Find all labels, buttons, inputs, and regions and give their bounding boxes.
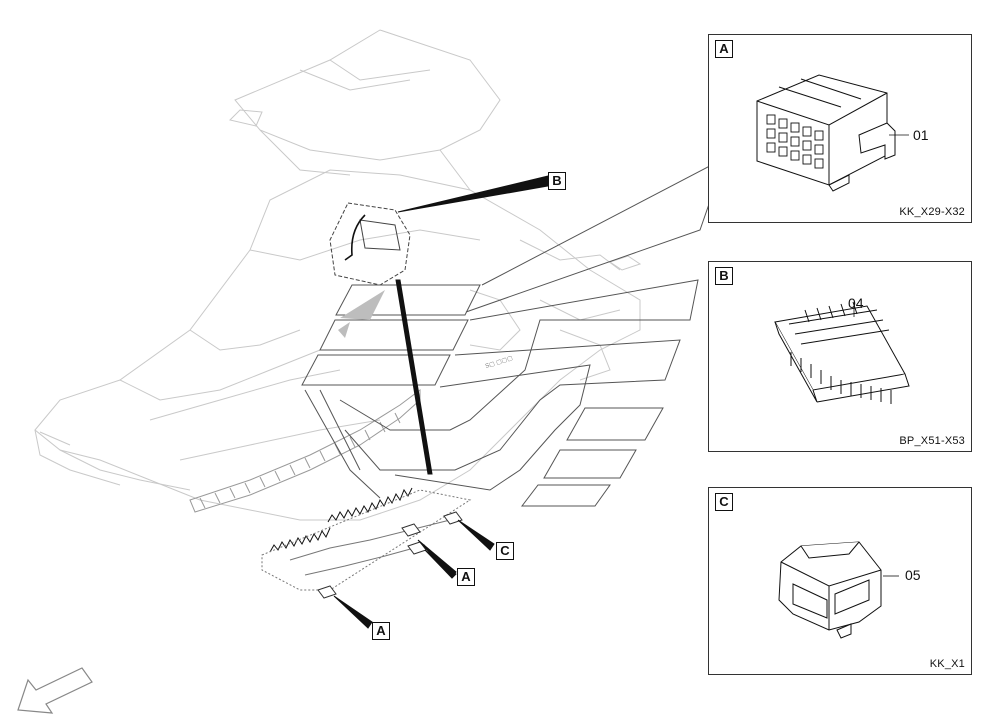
projection-band-a	[465, 156, 726, 313]
leader-line-a-bottom	[333, 595, 373, 629]
detail-panel-c: C 05 KK_X1	[708, 487, 972, 675]
panel-a-letter: A	[715, 40, 733, 58]
machine-marking-text: S▢ ▢▢▢	[485, 355, 514, 370]
machine-body-outline	[34, 169, 641, 521]
machine-roof-outline	[234, 29, 501, 161]
leader-line-a-mid-2	[424, 549, 457, 579]
callout-b-top: B	[548, 172, 566, 190]
relay-plate-3	[520, 484, 611, 507]
fuse-block-c	[443, 511, 463, 525]
connector-b-illustration	[774, 301, 910, 404]
connector-rail-lower	[269, 527, 331, 553]
panel-b-part-number: 04	[848, 295, 864, 311]
connector-rail-upper	[327, 487, 413, 523]
leader-line-b	[397, 175, 549, 213]
connector-a-illustration	[756, 74, 909, 192]
relay-plate-1	[566, 407, 664, 441]
harness-bracket-outline	[329, 202, 411, 286]
leader-line-c	[457, 519, 495, 551]
panel-a-code: KK_X29-X32	[899, 206, 965, 218]
fuse-block-a-mid	[401, 523, 421, 537]
crawler-track	[189, 389, 421, 513]
panel-c-part-number: 05	[905, 567, 921, 583]
orientation-arrow	[17, 667, 93, 714]
callout-a-bottom: A	[372, 622, 390, 640]
plate-bottom	[301, 354, 451, 386]
panel-b-code: BP_X51-X53	[899, 435, 965, 447]
fuse-block-a-lower	[317, 585, 337, 599]
callout-a-middle: A	[457, 568, 475, 586]
connector-c-illustration	[778, 541, 899, 639]
panel-b-letter: B	[715, 267, 733, 285]
detail-panel-b: B 04 BP_X51-X53	[708, 261, 972, 452]
relay-plate-2	[543, 449, 637, 479]
projection-band-b	[339, 279, 699, 431]
plate-middle	[319, 319, 469, 351]
detail-panel-a: A 01 KK_X29-X32	[708, 34, 972, 223]
panel-a-part-number: 01	[913, 127, 929, 143]
panel-c-letter: C	[715, 493, 733, 511]
callout-c-lower: C	[496, 542, 514, 560]
leader-line-vertical	[395, 279, 433, 475]
panel-c-code: KK_X1	[929, 658, 965, 670]
plate-top	[335, 284, 481, 316]
